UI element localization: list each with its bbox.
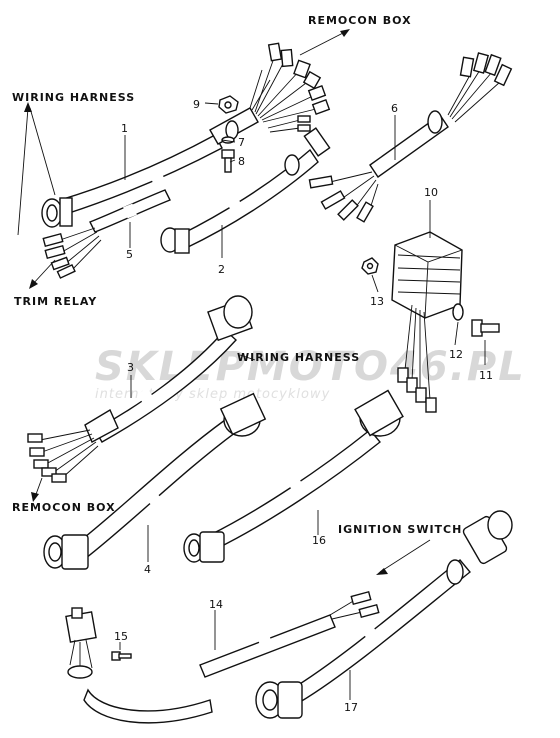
callout-3: 3 [127, 361, 134, 374]
harness-17 [255, 510, 513, 719]
callout-6: 6 [391, 102, 398, 115]
harness-6 [308, 52, 513, 223]
label-ignition-switch: IGNITION SWITCH [338, 523, 462, 536]
callout-4: 4 [144, 563, 151, 576]
callout-10: 10 [424, 186, 438, 199]
watermark-brand: SKLEPMOTO46.PL [95, 344, 526, 390]
callout-16: 16 [312, 534, 326, 547]
section-labels: REMOCON BOX WIRING HARNESS TRIM RELAY WI… [12, 14, 462, 536]
callout-15: 15 [114, 630, 128, 643]
label-wiring-harness-mid: WIRING HARNESS [237, 351, 360, 364]
callout-9: 9 [193, 98, 200, 111]
callout-14: 14 [209, 598, 223, 611]
callout-2: 2 [218, 263, 225, 276]
callout-12: 12 [449, 348, 463, 361]
label-trim-relay: TRIM RELAY [14, 295, 97, 308]
hardware-7-8-9 [218, 95, 239, 173]
callout-8: 8 [238, 155, 245, 168]
callout-17: 17 [344, 701, 358, 714]
harness-3 [27, 295, 253, 483]
callout-numbers: 1 2 3 4 5 6 7 8 9 10 11 12 13 14 15 16 1… [114, 98, 493, 714]
watermark: SKLEPMOTO46.PL internetowy sklep motocyk… [95, 344, 526, 402]
callout-1: 1 [121, 122, 128, 135]
label-remocon-box-top: REMOCON BOX [308, 14, 412, 27]
harness-2 [160, 127, 331, 254]
label-remocon-box-left: REMOCON BOX [12, 501, 116, 514]
watermark-tagline: internetowy sklep motocyklowy [95, 387, 330, 402]
harness-16 [183, 389, 404, 563]
callout-5: 5 [126, 248, 133, 261]
harness-4 [43, 392, 267, 570]
callout-11: 11 [479, 369, 493, 382]
label-wiring-harness-left: WIRING HARNESS [12, 91, 135, 104]
callout-13: 13 [370, 295, 384, 308]
harness-assembly-1 [41, 42, 331, 279]
leader-lines [17, 29, 486, 700]
ignition-switch-assembly-14-15 [65, 590, 380, 724]
callout-7: 7 [238, 136, 245, 149]
